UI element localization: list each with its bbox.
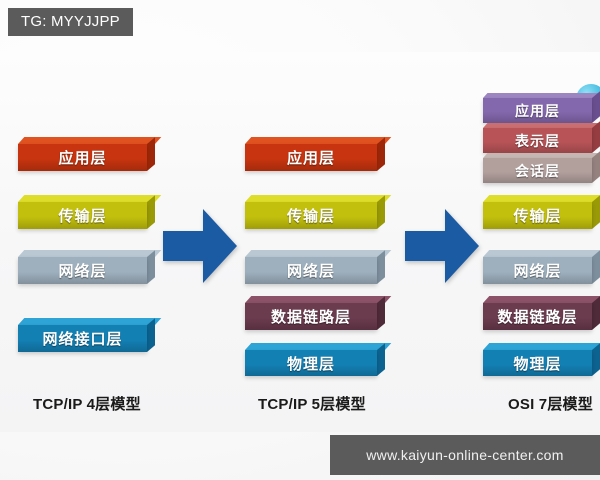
- arrow-2: [405, 207, 479, 285]
- arrow-right-icon: [163, 209, 237, 283]
- bar-side-face: [592, 195, 600, 229]
- caption-tcpip5: TCP/IP 5层模型: [258, 396, 366, 413]
- layer-label: 应用层: [18, 144, 147, 171]
- bar-top-face: [245, 250, 392, 257]
- arrow-right-icon: [405, 209, 479, 283]
- bar-top-face: [483, 250, 600, 257]
- layer-bar-tcpip4-2: 网络层: [18, 250, 162, 284]
- layer-label: 传输层: [245, 202, 377, 229]
- layer-label: 网络接口层: [18, 325, 147, 352]
- layer-bar-tcpip5-4: 物理层: [245, 343, 392, 376]
- arrow-shape: [163, 209, 237, 283]
- layer-bar-tcpip5-2: 网络层: [245, 250, 392, 284]
- bar-top-face: [245, 296, 392, 303]
- layer-bar-tcpip5-0: 应用层: [245, 137, 392, 171]
- bar-top-face: [483, 195, 600, 202]
- layer-label: 网络层: [245, 257, 377, 284]
- tg-badge: TG: MYYJJPP: [8, 8, 133, 36]
- layer-label: 传输层: [18, 202, 147, 229]
- layer-bar-osi7-2: 会话层: [483, 151, 600, 183]
- layer-label: 网络层: [483, 257, 592, 284]
- layer-bar-tcpip5-1: 传输层: [245, 195, 392, 229]
- bar-top-face: [483, 343, 600, 350]
- bar-side-face: [592, 343, 600, 376]
- bar-side-face: [592, 121, 600, 153]
- layer-bar-osi7-0: 应用层: [483, 91, 600, 123]
- layer-label: 网络层: [18, 257, 147, 284]
- layer-bar-tcpip4-0: 应用层: [18, 137, 162, 171]
- bar-top-face: [18, 195, 162, 202]
- bar-side-face: [377, 296, 385, 330]
- bar-side-face: [147, 195, 155, 229]
- layer-bar-osi7-1: 表示层: [483, 121, 600, 153]
- caption-tcpip4: TCP/IP 4层模型: [33, 396, 141, 413]
- layer-bar-osi7-3: 传输层: [483, 195, 600, 229]
- bar-top-face: [18, 137, 162, 144]
- bar-top-face: [245, 137, 392, 144]
- bar-side-face: [592, 91, 600, 123]
- layer-label: 数据链路层: [245, 303, 377, 330]
- bar-side-face: [147, 137, 155, 171]
- layer-label: 数据链路层: [483, 303, 592, 330]
- layer-bar-osi7-5: 数据链路层: [483, 296, 600, 330]
- bar-top-face: [483, 296, 600, 303]
- bar-side-face: [147, 318, 155, 352]
- bar-side-face: [377, 343, 385, 376]
- bar-side-face: [377, 195, 385, 229]
- layer-label: 传输层: [483, 202, 592, 229]
- caption-osi7: OSI 7层模型: [508, 396, 593, 413]
- site-watermark: www.kaiyun-online-center.com: [330, 435, 600, 475]
- bar-top-face: [18, 250, 162, 257]
- bar-side-face: [147, 250, 155, 284]
- layer-bar-tcpip5-3: 数据链路层: [245, 296, 392, 330]
- layer-bar-tcpip4-3: 网络接口层: [18, 318, 162, 352]
- bar-side-face: [377, 137, 385, 171]
- arrow-shape: [405, 209, 479, 283]
- layer-label: 物理层: [245, 350, 377, 376]
- bar-side-face: [377, 250, 385, 284]
- layer-label: 物理层: [483, 350, 592, 376]
- bar-top-face: [18, 318, 162, 325]
- layer-bar-osi7-4: 网络层: [483, 250, 600, 284]
- layer-bar-tcpip4-1: 传输层: [18, 195, 162, 229]
- layer-label: 应用层: [245, 144, 377, 171]
- layer-label: 会话层: [483, 158, 592, 183]
- bar-top-face: [245, 195, 392, 202]
- layer-bar-osi7-6: 物理层: [483, 343, 600, 376]
- bar-side-face: [592, 250, 600, 284]
- bar-side-face: [592, 151, 600, 183]
- bar-top-face: [245, 343, 392, 350]
- layer-label: 应用层: [483, 98, 592, 123]
- bar-side-face: [592, 296, 600, 330]
- arrow-1: [163, 207, 237, 285]
- layer-label: 表示层: [483, 128, 592, 153]
